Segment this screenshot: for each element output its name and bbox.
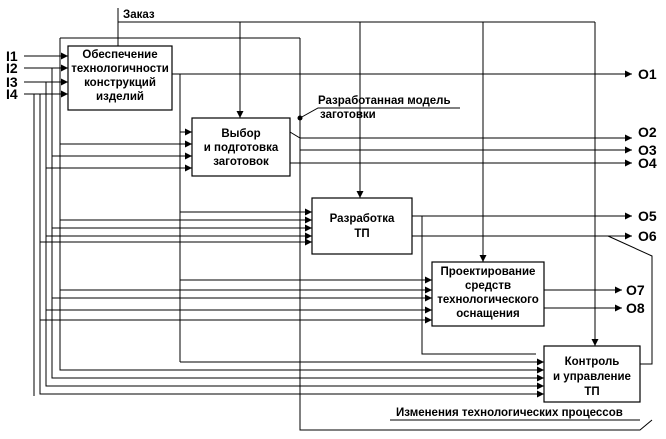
control-order-label: Заказ <box>123 9 155 21</box>
block-b4-line-1: Проектирование <box>441 266 536 278</box>
b5-input-c <box>51 372 544 382</box>
model-label-line-2: заготовки <box>320 109 376 121</box>
block-b1-line-3: конструкций <box>84 77 156 89</box>
block-b1-rect <box>67 45 173 111</box>
input-label-i2: I2 <box>6 60 18 76</box>
output-line-o2 <box>289 131 632 142</box>
b5-input-b <box>59 360 544 374</box>
block-b2-line-2: и подготовка <box>204 142 279 154</box>
changes-label: Изменения технологических процессов <box>396 407 623 419</box>
block-b2-line-1: Выбор <box>221 128 260 140</box>
block-b5-rect <box>543 345 641 403</box>
model-label-line <box>299 107 460 119</box>
block-b4: Проектирование средств технологического … <box>431 261 545 327</box>
b5-input-e <box>39 388 544 398</box>
block-b3: Разработка ТП <box>311 197 413 255</box>
block-b4-line-4: оснащения <box>456 308 519 320</box>
block-b5-line-2: и управление <box>553 371 631 383</box>
block-b1: Обеспечение технологичности конструкций … <box>67 45 173 111</box>
block-b2: Выбор и подготовка заготовок <box>191 117 291 177</box>
block-b2-rect <box>191 117 291 177</box>
block-b5-line-3: ТП <box>584 386 599 398</box>
output-line-o3 <box>299 138 632 154</box>
block-b5: Контроль и управление ТП <box>543 345 641 403</box>
b5-input-d <box>45 380 544 390</box>
block-b3-line-2: ТП <box>354 228 369 240</box>
output-label-o6: O6 <box>638 228 657 244</box>
block-b1-line-1: Обеспечение <box>82 49 157 61</box>
output-label-o8: O8 <box>626 300 645 316</box>
model-label-dot <box>297 115 303 121</box>
block-b4-line-3: технологического <box>437 294 539 306</box>
block-b3-line-1: Разработка <box>330 213 395 225</box>
model-label-line-1: Разработанная модель <box>318 95 451 107</box>
output-label-o7: O7 <box>626 282 645 298</box>
block-b3-rect <box>311 197 413 255</box>
block-b5-line-1: Контроль <box>565 356 620 368</box>
b3-to-b4 <box>421 216 536 355</box>
o6-feedback <box>607 235 653 365</box>
input-label-i4: I4 <box>6 86 18 102</box>
block-b4-line-2: средств <box>465 280 511 292</box>
output-label-o5: O5 <box>638 208 657 224</box>
input-label-i3: I3 <box>6 74 18 90</box>
input-label-i1: I1 <box>6 48 18 64</box>
output-label-o3: O3 <box>638 142 657 158</box>
block-b4-rect <box>431 261 545 327</box>
block-b1-line-4: изделий <box>96 91 144 103</box>
output-label-o4: O4 <box>638 155 657 171</box>
block-b1-line-2: технологичности <box>71 63 169 75</box>
output-label-o1: O1 <box>638 66 657 82</box>
frame-line-right <box>299 38 653 431</box>
block-b2-line-3: заготовок <box>213 156 269 168</box>
output-label-o2: O2 <box>638 124 657 140</box>
